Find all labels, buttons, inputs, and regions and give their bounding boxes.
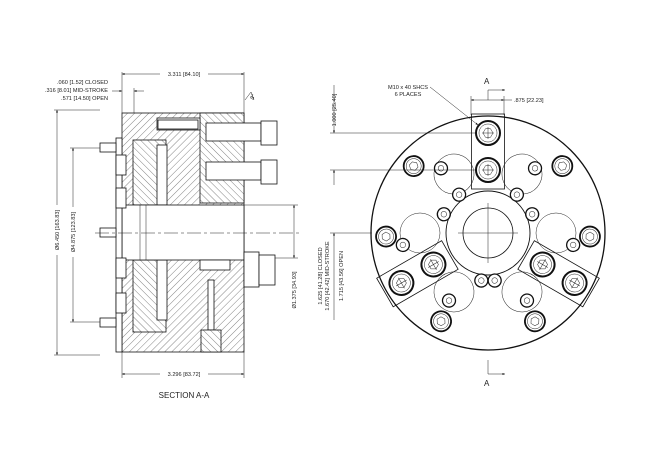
dim-bore-dia: Ø1.375 [34.93] <box>292 271 298 308</box>
jaw-bolt <box>475 157 501 183</box>
dim-bottom-width: 3.296 [83.72] <box>168 372 201 378</box>
jaw-bolt <box>475 120 501 146</box>
bolt-note-line1: M10 x 40 SHCS <box>388 85 428 91</box>
shcs-head <box>260 159 278 185</box>
angle-note: 8° <box>250 93 258 101</box>
section-mark-bottom: A <box>484 379 490 388</box>
shcs-head <box>260 120 278 146</box>
bolt-note-line2: 6 PLACES <box>395 92 422 98</box>
dim-outer-dia: Ø6.450 [163.83] <box>55 209 61 250</box>
dowel-pin <box>99 142 117 153</box>
center-bore <box>121 204 245 261</box>
dim-top-width: 3.311 [84.10] <box>168 72 201 78</box>
jaw-width-dim: .875 [22.23] <box>514 98 544 104</box>
jaw-mid-dim: 1.670 [42.42] MID-STROKE <box>325 241 331 311</box>
stroke-open: .571 [14.50] OPEN <box>61 96 108 102</box>
jaw-closed-dim: 1.625 [41.28] CLOSED <box>318 247 324 304</box>
section-mark-top: A <box>484 77 490 86</box>
section-view: 3.311 [84.10] .060 [1.52] CLOSED .316 [8… <box>45 70 300 400</box>
section-title: SECTION A-A <box>159 391 210 400</box>
bolt-spacing-dim: 1.000 [25.40] <box>332 93 338 126</box>
jaw-open-dim: 1.715 [43.56] OPEN <box>339 251 345 301</box>
dowel-pin <box>99 317 117 328</box>
stroke-mid: .316 [8.01] MID-STROKE <box>45 88 108 94</box>
stroke-closed: .060 [1.52] CLOSED <box>57 80 108 86</box>
front-view: A A M10 x 40 SHCS 6 PLACES .875 [22.23] … <box>318 77 606 388</box>
dim-pilot-dia: Ø4.875 [123.83] <box>71 211 77 252</box>
